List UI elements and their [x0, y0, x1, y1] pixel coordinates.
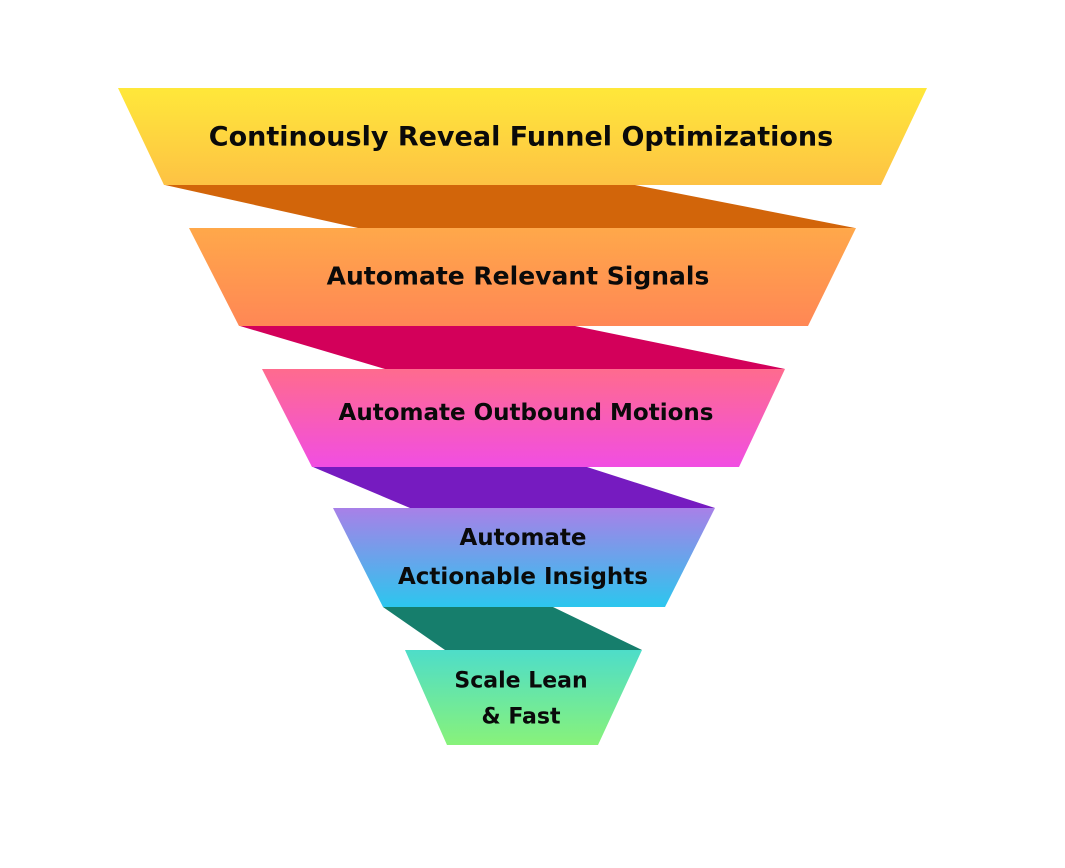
funnel-stage-4-label: Actionable Insights [398, 564, 648, 590]
funnel-stage-5 [405, 650, 642, 745]
funnel-stage-1 [118, 88, 927, 185]
funnel-stage-5-label: Scale Lean [454, 669, 587, 694]
funnel-stage-2-label: Automate Relevant Signals [327, 262, 710, 291]
funnel-stage-3-label: Automate Outbound Motions [339, 400, 714, 426]
funnel-stage-3 [262, 369, 785, 467]
funnel-ribbon-1 [165, 185, 855, 228]
funnel-bands [118, 88, 927, 745]
funnel-stage-5-label: & Fast [481, 705, 561, 730]
funnel-stage-4-label: Automate [459, 525, 586, 551]
funnel-ribbon-2 [240, 326, 785, 369]
funnel-ribbon-4 [383, 607, 642, 650]
funnel-stage-2 [189, 228, 856, 326]
funnel-ribbon-3 [313, 467, 715, 508]
funnel-labels: Continously Reveal Funnel OptimizationsA… [209, 122, 833, 730]
funnel-stage-4 [333, 508, 715, 607]
funnel-stage-1-label: Continously Reveal Funnel Optimizations [209, 122, 833, 153]
funnel-ribbons [165, 185, 855, 650]
